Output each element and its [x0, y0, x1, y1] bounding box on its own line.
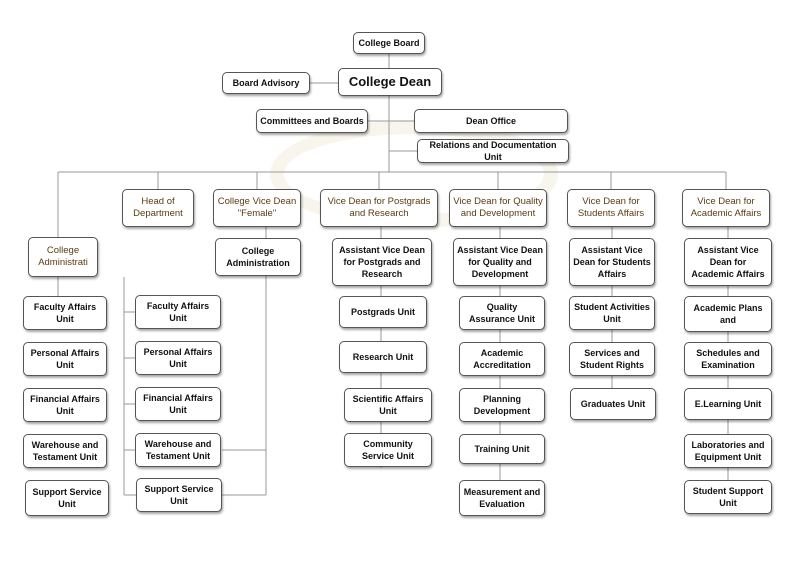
- unit-box: Graduates Unit: [570, 388, 656, 420]
- board-advisory-box: Board Advisory: [222, 72, 310, 94]
- unit-box: E.Learning Unit: [684, 388, 772, 420]
- vice-dean-postgrads-box: Vice Dean for Postgrads and Research: [320, 189, 438, 227]
- committees-box: Committees and Boards: [256, 109, 368, 133]
- unit-box: Academic Accreditation: [459, 342, 545, 376]
- head-of-department-box: Head of Department: [122, 189, 194, 227]
- unit-box: Research Unit: [339, 341, 427, 373]
- unit-box: Faculty Affairs Unit: [23, 296, 107, 330]
- unit-box: Personal Affairs Unit: [23, 342, 107, 376]
- unit-box: Student Activities Unit: [569, 296, 655, 330]
- vice-dean-students-box: Vice Dean for Students Affairs: [567, 189, 655, 227]
- unit-box: Assistant Vice Dean for Students Affairs: [569, 238, 655, 286]
- dean-office-box: Dean Office: [414, 109, 568, 133]
- vice-dean-academic-box: Vice Dean for Academic Affairs: [682, 189, 770, 227]
- vice-dean-quality-box: Vice Dean for Quality and Development: [449, 189, 547, 227]
- unit-box: Support Service Unit: [25, 480, 109, 516]
- unit-box: Quality Assurance Unit: [459, 296, 545, 330]
- unit-box: Community Service Unit: [344, 433, 432, 467]
- unit-box: Measurement and Evaluation: [459, 480, 545, 516]
- unit-box: Services and Student Rights: [569, 342, 655, 376]
- unit-box: Support Service Unit: [136, 478, 222, 512]
- unit-box: Academic Plans and: [684, 296, 772, 332]
- unit-box: College Administration: [215, 238, 301, 276]
- unit-box: Planning Development: [459, 388, 545, 422]
- unit-box: Training Unit: [459, 434, 545, 464]
- unit-box: Schedules and Examination: [684, 342, 772, 376]
- vice-dean-female-box: College Vice Dean "Female": [213, 189, 301, 227]
- college-board-box: College Board: [353, 32, 425, 54]
- college-administration-head: College Administrati: [28, 237, 98, 277]
- unit-box: Assistant Vice Dean for Academic Affairs: [684, 238, 772, 286]
- unit-box: Laboratories and Equipment Unit: [684, 434, 772, 468]
- unit-box: Warehouse and Testament Unit: [135, 433, 221, 467]
- unit-box: Faculty Affairs Unit: [135, 295, 221, 329]
- unit-box: Warehouse and Testament Unit: [23, 434, 107, 468]
- unit-box: Personal Affairs Unit: [135, 341, 221, 375]
- unit-box: Financial Affairs Unit: [135, 387, 221, 421]
- unit-box: Postgrads Unit: [339, 296, 427, 328]
- unit-box: Scientific Affairs Unit: [344, 388, 432, 422]
- relations-unit-box: Relations and Documentation Unit: [417, 139, 569, 163]
- college-dean-box: College Dean: [338, 68, 442, 96]
- unit-box: Assistant Vice Dean for Quality and Deve…: [453, 238, 547, 286]
- unit-box: Student Support Unit: [684, 480, 772, 514]
- unit-box: Financial Affairs Unit: [23, 388, 107, 422]
- unit-box: Assistant Vice Dean for Postgrads and Re…: [332, 238, 432, 286]
